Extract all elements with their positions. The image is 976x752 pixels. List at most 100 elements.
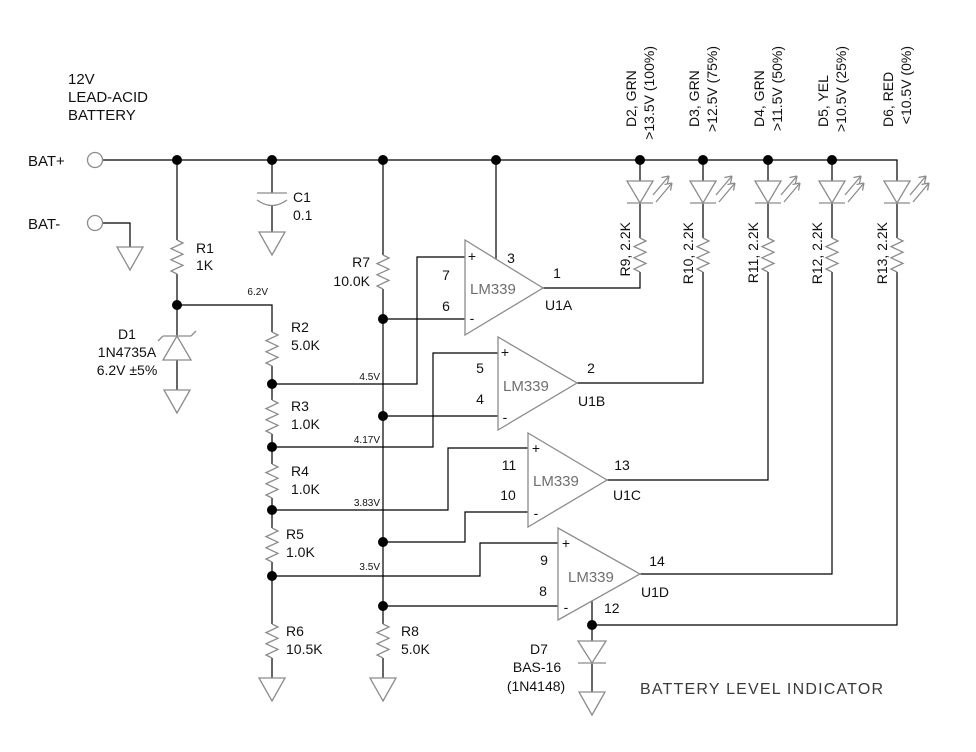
ground-d7 <box>578 691 606 716</box>
r1-value: 1K <box>196 257 214 273</box>
bat-minus-label: BAT- <box>28 216 60 233</box>
symbols <box>86 151 930 716</box>
u1d-output-wire <box>640 272 833 575</box>
bat-minus-terminal <box>86 214 104 232</box>
zener-diode-D1 <box>157 330 197 361</box>
resistor-R10 <box>696 237 710 273</box>
d7-part: BAS-16 <box>513 659 561 675</box>
r10-label: R10, 2.2K <box>680 221 696 284</box>
led-d5-name: D5, YEL <box>815 75 831 127</box>
u1b-minus-sign: - <box>503 409 508 425</box>
u1c-output-wire <box>607 272 769 481</box>
wires <box>103 159 898 692</box>
d1-ref: D1 <box>118 326 136 342</box>
capacitor-C1 <box>256 192 288 207</box>
resistor-R12 <box>825 237 839 273</box>
ground-c1 <box>258 231 286 256</box>
u1c-plus-sign: + <box>532 440 540 456</box>
u1a-pin-power: 3 <box>507 250 515 266</box>
bat-plus-rail <box>103 159 898 181</box>
resistor-R9 <box>633 237 647 273</box>
u1b-pin-out: 2 <box>587 360 595 376</box>
tap-3v83-wire <box>272 447 528 511</box>
tap-4v17-label: 4.17V <box>354 435 380 446</box>
u1a-chip-label: LM339 <box>470 281 516 298</box>
resistor-R3 <box>265 399 279 435</box>
resistor-R2 <box>265 331 279 367</box>
battery-title-line1: 12V <box>68 71 95 88</box>
u1a-pin-plus: 7 <box>442 267 450 283</box>
d7-node-wire <box>592 272 898 626</box>
r3-ref: R3 <box>291 398 309 414</box>
u1d-pin-gnd: 12 <box>604 600 620 616</box>
u1b-pin-minus: 4 <box>476 391 484 407</box>
led-d5-threshold: >10.5V (25%) <box>833 46 849 132</box>
r1-ref: R1 <box>196 240 214 256</box>
bat-plus-label: BAT+ <box>28 153 65 170</box>
battery-title-line3: BATTERY <box>68 107 136 124</box>
u1a-output-wire <box>543 272 641 289</box>
led-D3 <box>689 175 736 204</box>
tap-3v5-wire <box>272 542 558 577</box>
r11-label: R11, 2.2K <box>745 221 761 283</box>
tap-3v5-label: 3.5V <box>359 562 380 573</box>
u1d-pin-plus: 9 <box>540 552 548 568</box>
led-D2 <box>626 175 673 204</box>
tap-6v2-label: 6.2V <box>247 287 268 298</box>
labels: 12V LEAD-ACID BATTERY BAT+ BAT- R1 1K C1… <box>28 46 914 698</box>
r2-ref: R2 <box>291 319 309 335</box>
resistor-R13 <box>890 237 904 273</box>
ground-r6 <box>258 677 286 702</box>
ground-r8 <box>369 677 397 702</box>
comparator-U1B <box>497 335 579 432</box>
ground-d1 <box>163 389 191 414</box>
bat-minus-stub <box>103 222 131 247</box>
bat-plus-terminal <box>86 151 104 169</box>
led-D5 <box>818 175 865 204</box>
r12-label: R12, 2.2K <box>809 221 825 284</box>
resistor-R8 <box>376 623 390 659</box>
led-D6 <box>883 175 930 204</box>
junction-dots <box>172 155 837 630</box>
resistor-R11 <box>761 237 775 273</box>
u1c-pin-out: 13 <box>614 457 630 473</box>
u1c-pin-minus: 10 <box>500 487 516 503</box>
u1a-plus-sign: + <box>468 248 476 264</box>
u1d-pin-minus: 8 <box>539 583 547 599</box>
r3-value: 1.0K <box>291 416 320 432</box>
u1d-minus-sign: - <box>564 599 569 615</box>
tap-4v5-wire <box>272 256 465 385</box>
r4-ref: R4 <box>291 463 309 479</box>
r6-value: 10.5K <box>286 641 323 657</box>
resistor-R7 <box>376 254 390 290</box>
r7-ref: R7 <box>352 254 370 270</box>
diode-D7 <box>576 640 608 665</box>
ground-bat-minus <box>116 246 144 271</box>
led-d4-threshold: >11.5V (50%) <box>769 46 785 131</box>
resistor-R6 <box>265 623 279 659</box>
u1a-minus-sign: - <box>470 310 475 326</box>
u1d-ref: U1D <box>641 584 669 600</box>
led-d2-threshold: >13.5V (100%) <box>641 46 657 140</box>
led-d6-name: D6, RED <box>880 72 896 127</box>
c1-ref: C1 <box>293 189 311 205</box>
led-d4-name: D4, GRN <box>751 70 767 127</box>
r5-value: 1.0K <box>286 544 315 560</box>
u1c-pin-plus: 11 <box>502 457 517 473</box>
u1b-pin-plus: 5 <box>476 360 484 376</box>
comparator-U1D <box>557 526 642 622</box>
u1d-pin-out: 14 <box>649 553 665 569</box>
u1c-ref: U1C <box>613 487 641 503</box>
led-d3-name: D3, GRN <box>686 70 702 127</box>
u1a-pin-minus: 6 <box>442 298 450 314</box>
r7-value: 10.0K <box>333 273 370 289</box>
d7-alt: (1N4148) <box>507 678 565 694</box>
r9-label: R9, 2.2K <box>617 221 633 276</box>
tap-3v83-label: 3.83V <box>354 498 380 509</box>
led-d2-name: D2, GRN <box>623 70 639 127</box>
u1a-ref: U1A <box>545 297 573 313</box>
led-D4 <box>754 175 801 204</box>
u1b-chip-label: LM339 <box>503 378 549 395</box>
resistor-R5 <box>265 527 279 563</box>
